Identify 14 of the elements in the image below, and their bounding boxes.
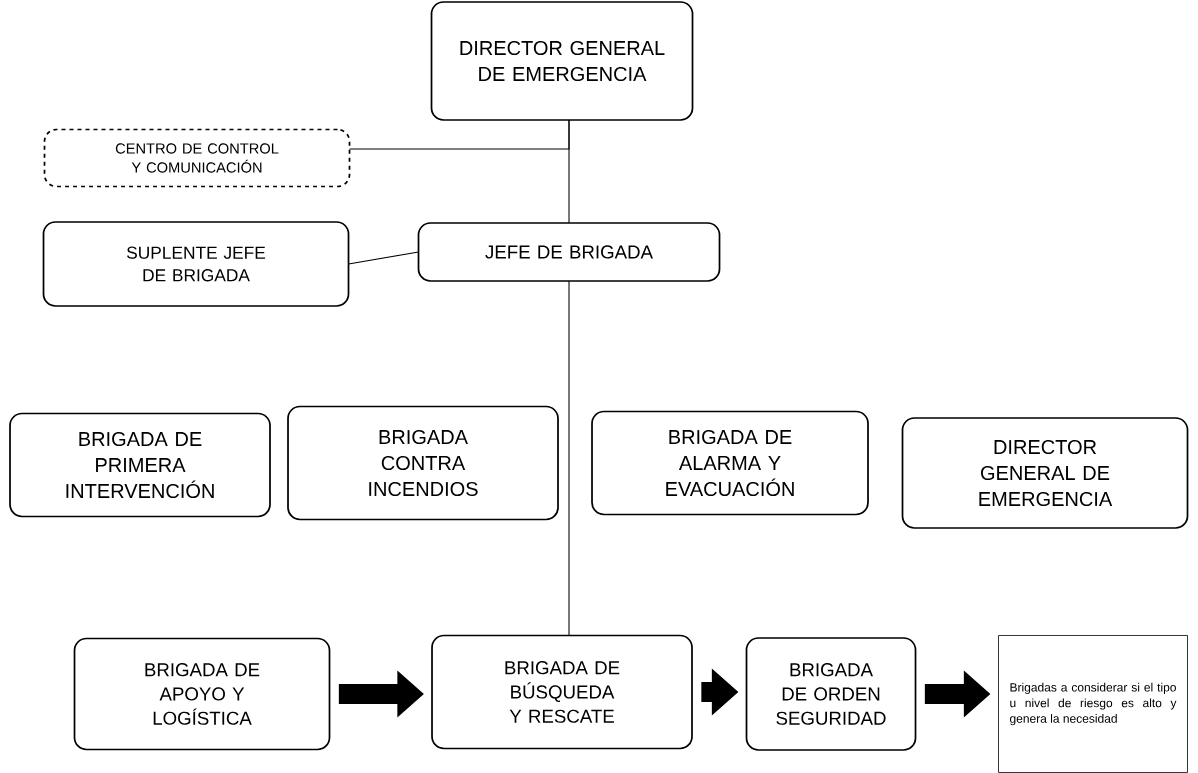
connector-line	[347, 251, 420, 265]
org-box: BRIGADA DE PRIMERA INTERVENCIÓN	[9, 412, 271, 518]
connector-line	[568, 280, 570, 637]
org-box: BRIGADA DE ALARMA Y EVACUACIÓN	[591, 410, 869, 516]
org-box: BRIGADA DE APOYO Y LOGÍSTICA	[73, 637, 331, 751]
note-box: Brigadas a considerar si el tipo u nivel de riesgo es alto y genera la necesidad	[998, 635, 1188, 773]
dashed-box: CENTRO DE CONTROL Y COMUNICACIÓN	[43, 128, 351, 188]
org-box: BRIGADA CONTRA INCENDIOS	[287, 405, 559, 521]
org-box: DIRECTOR GENERAL DE EMERGENCIA	[901, 417, 1189, 529]
org-box: SUPLENTE JEFE DE BRIGADA	[42, 221, 350, 307]
org-box: BRIGADA DE BÚSQUEDA Y RESCATE	[431, 634, 693, 750]
org-box: BRIGADA DE ORDEN SEGURIDAD	[745, 637, 917, 751]
org-box: DIRECTOR GENERAL DE EMERGENCIA	[430, 1, 694, 121]
org-box: JEFE DE BRIGADA	[417, 222, 721, 282]
